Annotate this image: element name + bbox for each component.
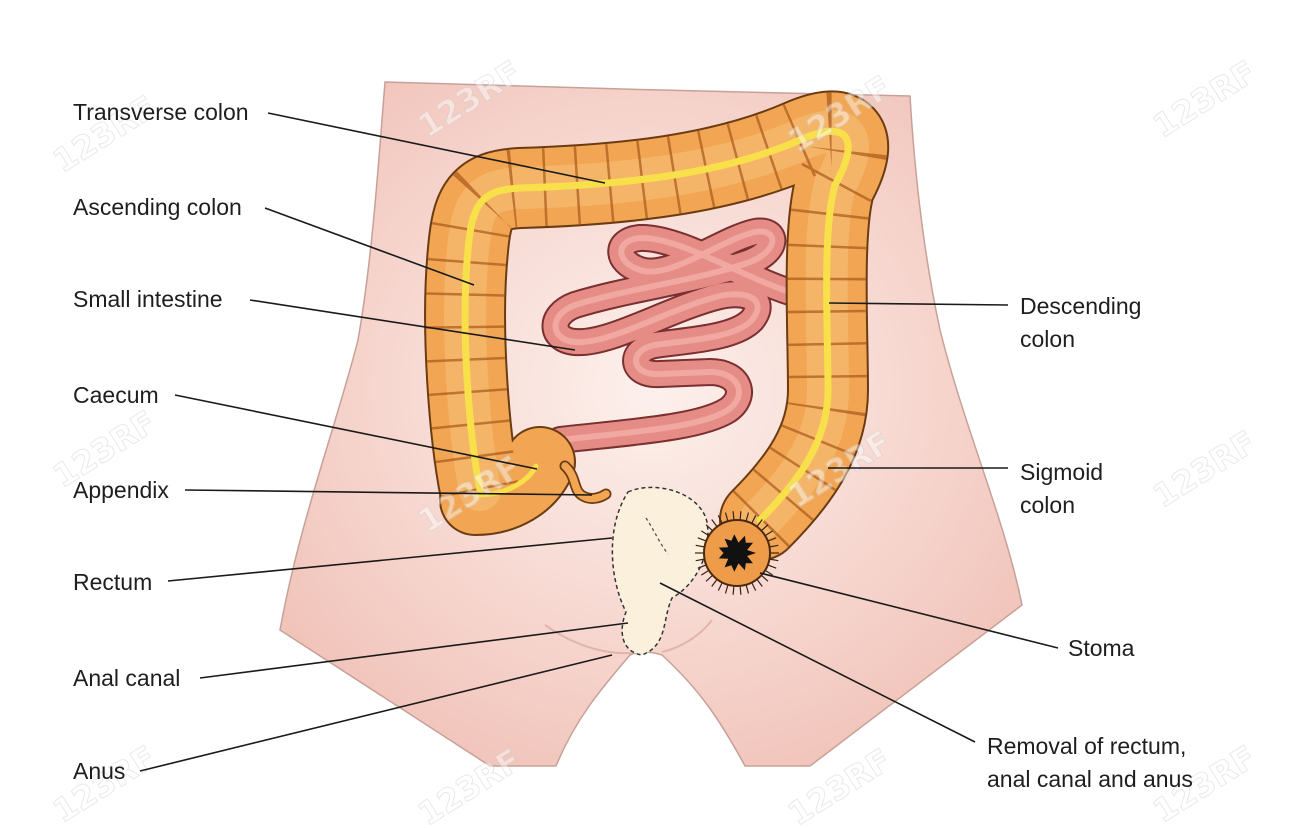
small-intestine (541, 217, 814, 454)
watermark-text: 123RF (1146, 53, 1262, 145)
leader-line-transverse-colon (267, 112, 606, 184)
colon (424, 90, 890, 561)
label-removal-line1: Removal of rectum, (987, 733, 1186, 759)
label-descending-colon-line2: colon (1020, 326, 1075, 352)
small-intestine-highlight (552, 228, 803, 443)
leader-line-descending-colon (828, 302, 1009, 306)
label-sigmoid-colon-line2: colon (1020, 492, 1075, 518)
labels: Transverse colon Ascending colon Small i… (73, 99, 1193, 792)
label-removal-line2: anal canal and anus (987, 766, 1193, 792)
groin-crease-right (661, 619, 713, 653)
leader-line-anus (139, 654, 613, 772)
leader-line-appendix (184, 489, 593, 496)
appendix (559, 460, 612, 504)
rectum-removal-area (611, 486, 709, 656)
label-descending-colon-line1: Descending (1020, 293, 1141, 319)
leader-line-anal-canal (199, 622, 629, 679)
label-sigmoid-colon-line1: Sigmoid (1020, 459, 1103, 485)
label-caecum: Caecum (73, 382, 159, 408)
leader-line-caecum (174, 394, 538, 470)
label-anus: Anus (73, 758, 125, 784)
watermark-text: 123RF (1146, 423, 1262, 515)
caecum-taenia (475, 463, 539, 498)
label-rectum: Rectum (73, 569, 152, 595)
appendix-body (561, 462, 610, 503)
label-ascending-colon: Ascending colon (73, 194, 242, 220)
rectum-inner-margin (645, 517, 669, 555)
colon-taenia (461, 127, 852, 524)
label-anal-canal: Anal canal (73, 665, 180, 691)
stoma-lumen (718, 534, 756, 572)
leader-line-small-intestine (249, 299, 576, 351)
leader-line-rectum (167, 537, 613, 582)
leader-line-ascending-colon (264, 207, 475, 286)
leader-line-stoma (759, 572, 1059, 649)
stoma (695, 511, 779, 595)
label-transverse-colon: Transverse colon (73, 99, 249, 125)
label-small-intestine: Small intestine (73, 286, 223, 312)
leader-lines (139, 112, 1059, 772)
leader-line-removal (659, 582, 976, 743)
watermark-text: 123RF (411, 741, 527, 828)
label-appendix: Appendix (73, 477, 169, 503)
label-stoma: Stoma (1068, 635, 1135, 661)
